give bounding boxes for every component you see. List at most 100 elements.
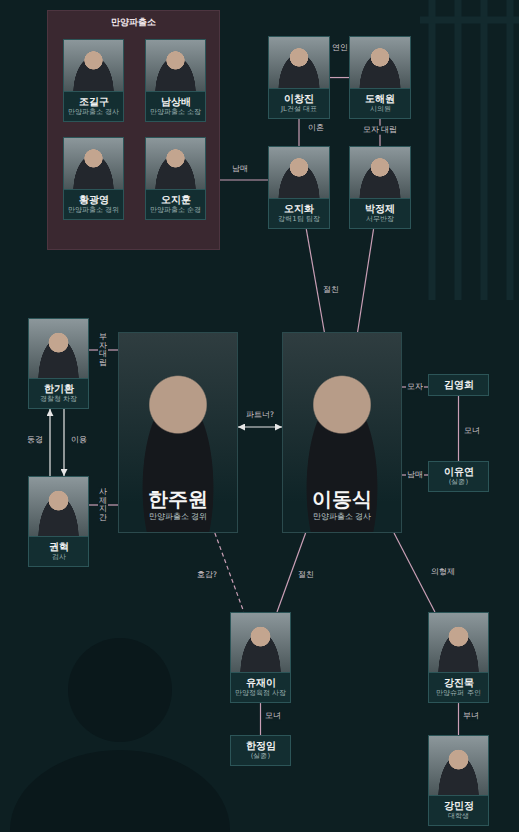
portrait-photo: [268, 146, 330, 198]
relation-line: [330, 77, 349, 78]
name-plate: 한정임(실종): [230, 735, 291, 766]
relation-line: [402, 474, 428, 475]
person-card: 이유연(실종): [428, 461, 489, 492]
relation-line: [260, 703, 261, 735]
name-plate: 이유연(실종): [428, 461, 489, 492]
portrait-photo: [349, 146, 411, 198]
person-name: 오지훈: [161, 193, 191, 206]
relation-line: [402, 386, 428, 387]
label-anchor: 모자: [406, 383, 424, 392]
person-card: 오지훈만양파출소 순경: [145, 137, 206, 220]
label-anchor: 남매: [231, 165, 249, 174]
relation-label: 의형제: [430, 568, 456, 577]
bar: [481, 0, 488, 300]
relation-label: 모녀: [463, 427, 481, 436]
silhouette: [10, 638, 230, 832]
relation-line: [89, 349, 118, 350]
label-anchor: 모녀: [463, 427, 481, 436]
relation-label: 이혼: [307, 124, 325, 133]
person-role: 시의원: [370, 105, 391, 114]
person-name: 강민정: [444, 799, 474, 812]
relation-label: 사제 지간: [98, 488, 108, 523]
person-card: 도해원시의원: [349, 36, 411, 119]
person-role: 만양파출소 경위: [68, 206, 119, 215]
portrait-photo: [145, 39, 206, 91]
relation-line: [379, 119, 380, 146]
relation-label: 부녀: [462, 712, 480, 721]
bar: [420, 17, 519, 24]
name-plate: 박정제서무반장: [349, 198, 411, 229]
person-name: 권혁: [49, 540, 69, 553]
person-role: 만양파출소 순경: [150, 206, 201, 215]
person-name: 이창진: [284, 92, 314, 105]
relation-label: 동경: [26, 436, 44, 445]
person-role: 강력1팀 팀장: [278, 215, 320, 224]
person-role: (실종): [251, 752, 270, 761]
relation-label: 모녀: [264, 712, 282, 721]
person-role: 만양슈퍼 주인: [436, 689, 480, 698]
portrait-photo: [349, 36, 411, 88]
person-role: 만양파출소 경위: [149, 511, 208, 522]
person-name: 한주원: [148, 487, 208, 511]
relation-label: 남매: [406, 471, 424, 480]
person-card: 강민정대학생: [428, 735, 489, 826]
person-card: 한정임(실종): [230, 735, 291, 766]
name-plate: 강진묵만양슈퍼 주인: [428, 672, 489, 703]
portrait-photo: [63, 39, 124, 91]
person-card: 박정제서무반장: [349, 146, 411, 229]
relation-label: 남매: [231, 165, 249, 174]
portrait-photo: [428, 735, 489, 795]
relation-line: [358, 229, 374, 332]
connector-group: [50, 78, 459, 735]
name-plate: 도해원시의원: [349, 88, 411, 119]
label-anchor: 호감?: [196, 571, 218, 580]
person-name: 이동식: [312, 487, 372, 511]
relation-line: [458, 703, 459, 735]
relation-line: [89, 504, 118, 505]
person-card: 황광영만양파출소 경위: [63, 137, 124, 220]
portrait-photo: [230, 612, 291, 672]
relation-line: [238, 426, 282, 427]
person-role: 서무반장: [366, 215, 394, 224]
portrait-photo: [428, 612, 489, 672]
relation-line: [215, 533, 244, 612]
relation-label: 부자 대립: [98, 333, 108, 368]
label-anchor: 남매: [406, 471, 424, 480]
person-name: 조길구: [79, 95, 109, 108]
bar: [455, 0, 462, 300]
label-anchor: 파트너?: [245, 411, 275, 420]
person-role: 검사: [52, 553, 66, 562]
label-anchor: 사제 지간: [98, 488, 108, 523]
relation-line: [306, 229, 324, 332]
relation-line: [394, 533, 435, 612]
relation-line: [298, 119, 299, 146]
person-card: 김영희: [428, 374, 489, 396]
person-role: 경찰청 차장: [40, 395, 77, 404]
label-anchor: 부자 대립: [98, 333, 108, 368]
portrait-photo: [145, 137, 206, 189]
card-caption: 한주원만양파출소 경위: [119, 487, 237, 522]
person-card: 오지화강력1팀 팀장: [268, 146, 330, 229]
relation-label: 모자: [406, 383, 424, 392]
portrait-photo: [28, 318, 89, 378]
person-name: 이유연: [444, 465, 474, 478]
label-anchor: 부녀: [462, 712, 480, 721]
person-role: 만양파출소 경사: [68, 108, 119, 117]
name-plate: 오지훈만양파출소 순경: [145, 189, 206, 220]
person-name: 박정제: [365, 202, 395, 215]
person-name: 도해원: [365, 92, 395, 105]
relation-label: 연인: [331, 44, 349, 53]
person-name: 강진묵: [444, 676, 474, 689]
person-name: 한기환: [44, 382, 74, 395]
bar: [429, 0, 436, 300]
relation-label: 호감?: [196, 571, 218, 580]
portrait-photo: [28, 476, 89, 536]
lead-card: 한주원만양파출소 경위: [118, 332, 238, 533]
name-plate: 유재이만양정육점 사장: [230, 672, 291, 703]
portrait-photo: [268, 36, 330, 88]
relation-label: 파트너?: [245, 411, 275, 420]
name-plate: 권혁검사: [28, 536, 89, 567]
person-name: 김영희: [444, 378, 474, 391]
portrait-photo: [63, 137, 124, 189]
